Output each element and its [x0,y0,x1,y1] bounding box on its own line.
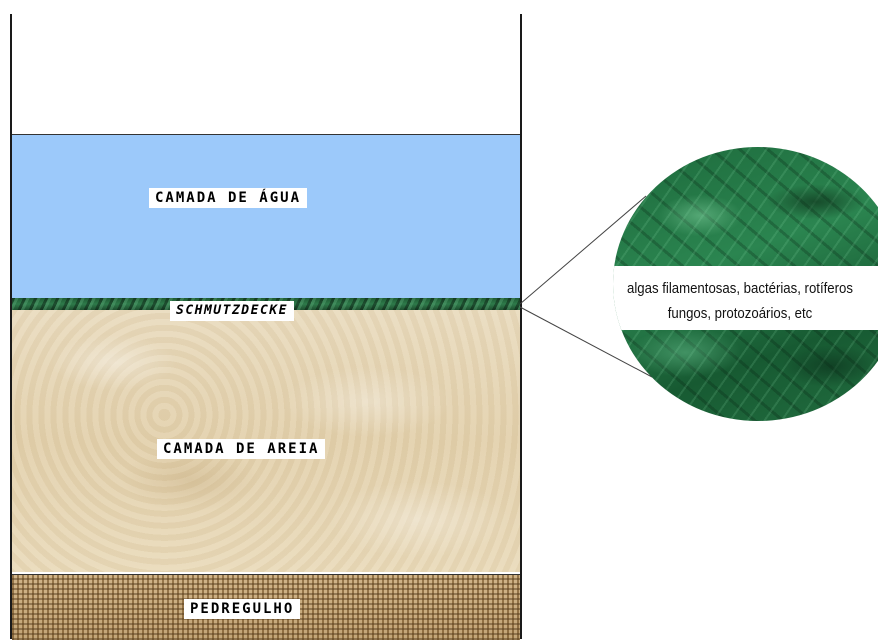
zoom-description-line-1: algas filamentosas, bactérias, rotíferos [627,280,853,297]
callout-line-lower [519,306,653,378]
gravel-layer-label: PEDREGULHO [184,599,301,619]
water-layer-label: CAMADA DE ÁGUA [149,188,308,208]
zoom-text-band [613,266,878,330]
zoom-description-line-2: fungos, protozoários, etc [667,305,813,322]
tank-right-wall [520,14,522,639]
sand-layer-label: CAMADA DE AREIA [157,439,326,459]
callout-line-upper [519,195,647,305]
water-layer [12,134,520,299]
tank-left-wall [10,14,12,639]
zoom-description: algas filamentosas, bactérias, rotíferos… [608,276,872,326]
schmutzdecke-zoom-circle [613,147,878,421]
schmutzdecke-label: SCHMUTZDECKE [170,301,294,321]
